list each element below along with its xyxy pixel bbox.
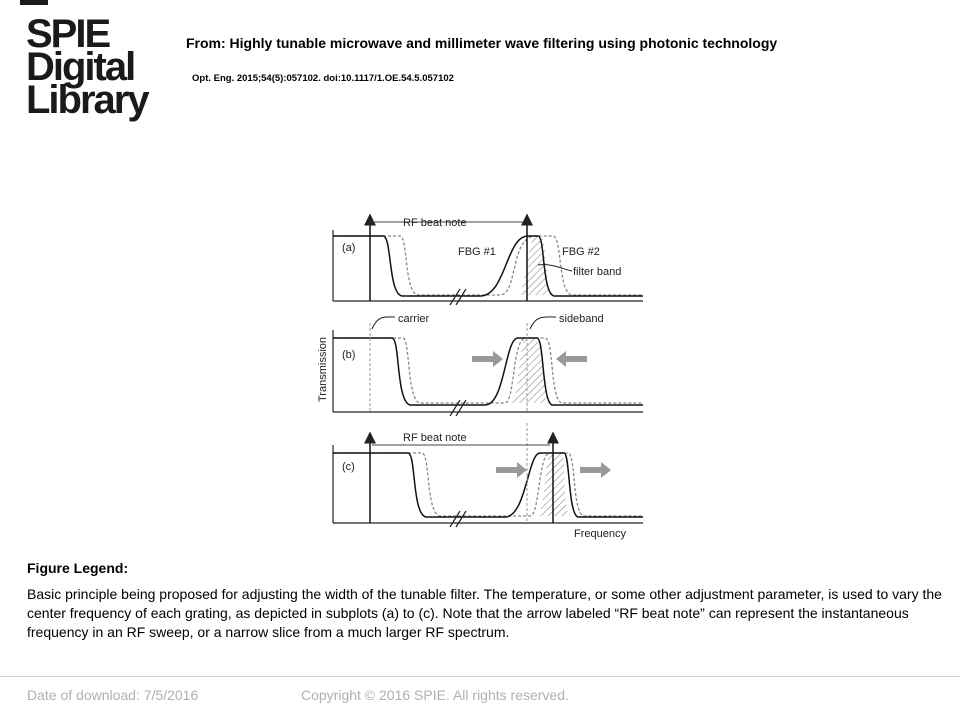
x-axis-label: Frequency bbox=[574, 528, 626, 540]
panel-a-break-2 bbox=[455, 288, 467, 306]
logo-line-library: Library bbox=[26, 78, 150, 122]
article-citation: Opt. Eng. 2015;54(5):057102. doi:10.1117… bbox=[192, 73, 454, 84]
copyright-notice: Copyright © 2016 SPIE. All rights reserv… bbox=[301, 687, 569, 703]
panel-b-fbg2-dashed bbox=[333, 337, 643, 404]
panel-b: carrier sideband (b) Transmission bbox=[317, 313, 643, 417]
panel-b-break-2 bbox=[455, 399, 467, 417]
filter-band-leader bbox=[537, 264, 573, 272]
filter-band-label: filter band bbox=[573, 266, 621, 278]
panel-a-break-1 bbox=[449, 288, 461, 306]
panel-c-break-2 bbox=[455, 510, 467, 528]
article-title: From: Highly tunable microwave and milli… bbox=[186, 35, 778, 51]
panel-c-rf-beat-note-label: RF beat note bbox=[403, 432, 467, 444]
panel-c-fbg2-dashed bbox=[333, 452, 643, 517]
sideband-leader bbox=[529, 316, 557, 330]
panel-c-label: (c) bbox=[342, 461, 355, 473]
panel-c: RF beat note (c) Frequency bbox=[332, 423, 643, 540]
logo-line-spie: SPIE bbox=[26, 12, 111, 56]
panel-b-fbg1-solid bbox=[333, 337, 643, 406]
corner-mark bbox=[20, 0, 48, 5]
figure-legend-heading: Figure Legend: bbox=[27, 560, 129, 576]
panel-c-fbg1-solid bbox=[333, 452, 643, 518]
panel-c-filter-band bbox=[538, 453, 570, 516]
panel-a-label: (a) bbox=[342, 242, 355, 254]
panel-c-break-1 bbox=[449, 510, 461, 528]
y-axis-label: Transmission bbox=[317, 337, 329, 402]
figure-diagram: RF beat note (a) FBG #1 FBG #2 filter ba… bbox=[317, 213, 643, 540]
carrier-leader bbox=[371, 316, 396, 330]
panel-b-label: (b) bbox=[342, 349, 355, 361]
logo-line-digital: Digital bbox=[26, 45, 136, 89]
panel-b-left-arrow bbox=[556, 351, 587, 367]
panel-a-fbg2-dashed bbox=[333, 235, 643, 296]
panel-a: RF beat note (a) FBG #1 FBG #2 filter ba… bbox=[332, 213, 643, 306]
fbg1-label: FBG #1 bbox=[458, 246, 496, 258]
fbg2-label: FBG #2 bbox=[562, 246, 600, 258]
panel-a-rf-beat-note-label: RF beat note bbox=[403, 217, 467, 229]
panel-c-right-arrow bbox=[496, 462, 527, 478]
figure-legend-text: Basic principle being proposed for adjus… bbox=[27, 586, 942, 640]
sideband-label: sideband bbox=[559, 313, 604, 325]
carrier-label: carrier bbox=[398, 313, 430, 325]
panel-b-right-arrow bbox=[472, 351, 503, 367]
panel-b-break-1 bbox=[449, 399, 461, 417]
spie-logo: SPIE Digital Library bbox=[26, 12, 156, 122]
download-date: Date of download: 7/5/2016 bbox=[27, 687, 199, 703]
footer-divider bbox=[0, 676, 960, 677]
panel-c-right-arrow-2 bbox=[580, 462, 611, 478]
panel-b-filter-band bbox=[512, 338, 550, 403]
